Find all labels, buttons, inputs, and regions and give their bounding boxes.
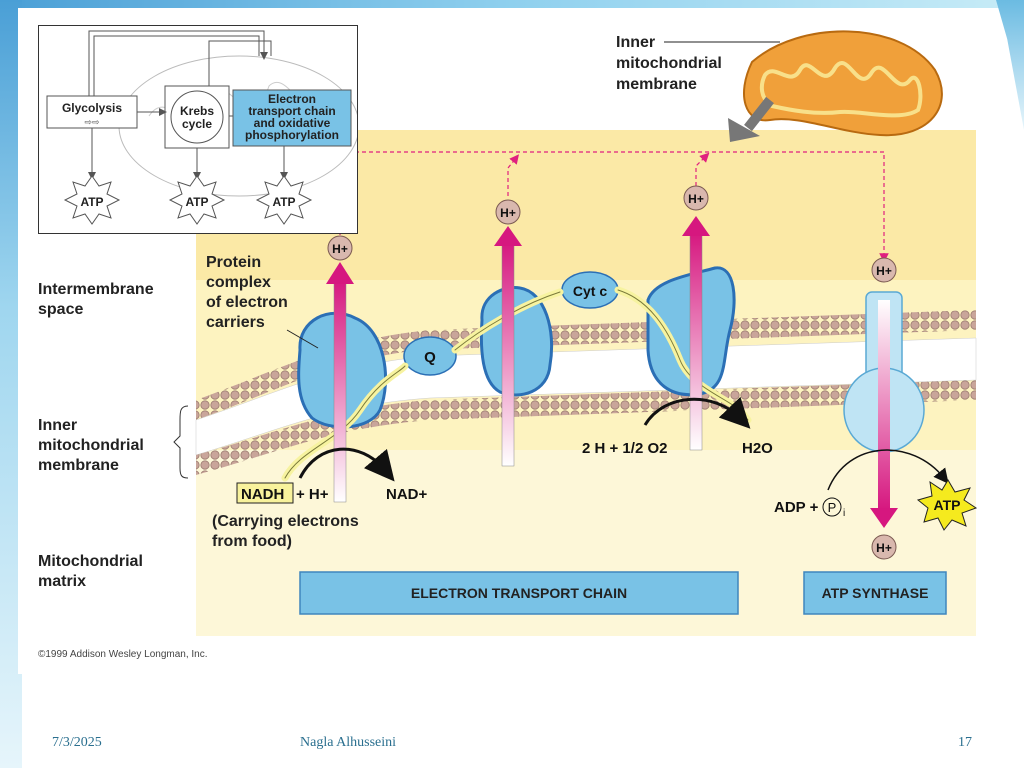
svg-text:⇨⇨: ⇨⇨ [84, 117, 100, 127]
footer-page-number: 17 [958, 735, 972, 750]
svg-text:carriers: carriers [206, 314, 265, 331]
svg-text:ATP: ATP [80, 195, 103, 209]
svg-text:ATP: ATP [185, 195, 208, 209]
svg-text:Electron: Electron [268, 92, 316, 106]
atp-synthase-box: ATP SYNTHASE [803, 571, 947, 615]
svg-text:H+: H+ [876, 541, 892, 555]
svg-text:matrix: matrix [38, 573, 86, 590]
protein-complex-2 [479, 285, 554, 397]
svg-text:ATP: ATP [934, 497, 961, 513]
pathway-overview-inset: Glycolysis ⇨⇨ Krebs cycle Electron trans… [38, 25, 360, 234]
oxygen-reaction-label: 2 H + 1/2 O2 [582, 440, 667, 457]
inset-glycolysis: Glycolysis [62, 101, 122, 115]
svg-text:P: P [828, 500, 837, 515]
svg-text:Protein: Protein [206, 254, 261, 271]
inset-atp-2: ATP [168, 175, 226, 225]
q-label: Q [424, 349, 436, 366]
svg-text:H+: H+ [876, 264, 892, 278]
cyt-c-label: Cyt c [573, 283, 607, 299]
svg-text:Inner: Inner [616, 34, 655, 51]
svg-text:of electron: of electron [206, 294, 288, 311]
etc-box: ELECTRON TRANSPORT CHAIN [299, 571, 739, 615]
svg-text:mitochondrial: mitochondrial [616, 55, 722, 72]
water-label: H2O [742, 440, 773, 457]
footer-author: Nagla Alhusseini [300, 735, 397, 750]
inner-membrane-left-label: Inner mitochondrial membrane [38, 417, 144, 474]
svg-text:NAD+: NAD+ [386, 486, 427, 503]
svg-text:i: i [843, 508, 845, 519]
svg-text:space: space [38, 301, 83, 318]
svg-text:Inner: Inner [38, 417, 77, 434]
svg-text:NADH: NADH [241, 486, 284, 503]
mitochondrion-illustration [743, 30, 943, 137]
svg-text:ADP +: ADP + [774, 499, 819, 516]
q-carrier [403, 336, 457, 376]
svg-text:H+: H+ [332, 242, 348, 256]
svg-text:Intermembrane: Intermembrane [38, 281, 154, 298]
nadh-label-group: NADH + H+ NAD+ (Carrying electrons from … [212, 482, 427, 550]
membrane-bilayer [195, 310, 977, 475]
svg-text:ELECTRON TRANSPORT CHAIN: ELECTRON TRANSPORT CHAIN [411, 585, 627, 601]
h-plus-1: H+ [327, 235, 353, 261]
inset-etc-label: Electron transport chain and oxidative p… [245, 92, 339, 142]
left-decor-band [0, 0, 22, 768]
svg-text:+ H+: + H+ [296, 486, 329, 503]
svg-text:transport chain: transport chain [248, 104, 335, 118]
h-plus-3: H+ [683, 185, 709, 211]
inset-atp-1: ATP [63, 175, 121, 225]
atp-burst: ATP [916, 479, 978, 531]
h-plus-2: H+ [495, 199, 521, 225]
svg-text:complex: complex [206, 274, 271, 291]
svg-text:Mitochondrial: Mitochondrial [38, 553, 143, 570]
svg-text:membrane: membrane [38, 457, 119, 474]
top-decor-band [0, 0, 1024, 8]
svg-text:and oxidative: and oxidative [254, 116, 331, 130]
svg-text:ATP SYNTHASE: ATP SYNTHASE [822, 585, 929, 601]
inset-krebs-1: Krebs [180, 104, 214, 118]
svg-text:ATP: ATP [272, 195, 295, 209]
inset-atp-3: ATP [255, 175, 313, 225]
footer-date: 7/3/2025 [52, 735, 102, 750]
inner-membrane-top-label: Inner mitochondrial membrane [616, 34, 722, 93]
intermembrane-label: Intermembrane space [38, 281, 154, 318]
adp-label-group: ADP + P i [774, 497, 845, 519]
copyright-text: ©1999 Addison Wesley Longman, Inc. [38, 649, 208, 660]
svg-text:mitochondrial: mitochondrial [38, 437, 144, 454]
inset-krebs-2: cycle [182, 117, 212, 131]
svg-text:(Carrying electrons: (Carrying electrons [212, 513, 359, 530]
atp-synthase [843, 291, 925, 528]
h-plus-4: H+ [871, 257, 897, 283]
svg-text:H+: H+ [688, 192, 704, 206]
svg-text:H+: H+ [500, 206, 516, 220]
matrix-label: Mitochondrial matrix [38, 553, 143, 590]
svg-text:from food): from food) [212, 533, 292, 550]
svg-text:membrane: membrane [616, 76, 697, 93]
protein-complex-label: Protein complex of electron carriers [206, 254, 288, 331]
h-plus-5: H+ [871, 534, 897, 560]
svg-text:phosphorylation: phosphorylation [245, 128, 339, 142]
